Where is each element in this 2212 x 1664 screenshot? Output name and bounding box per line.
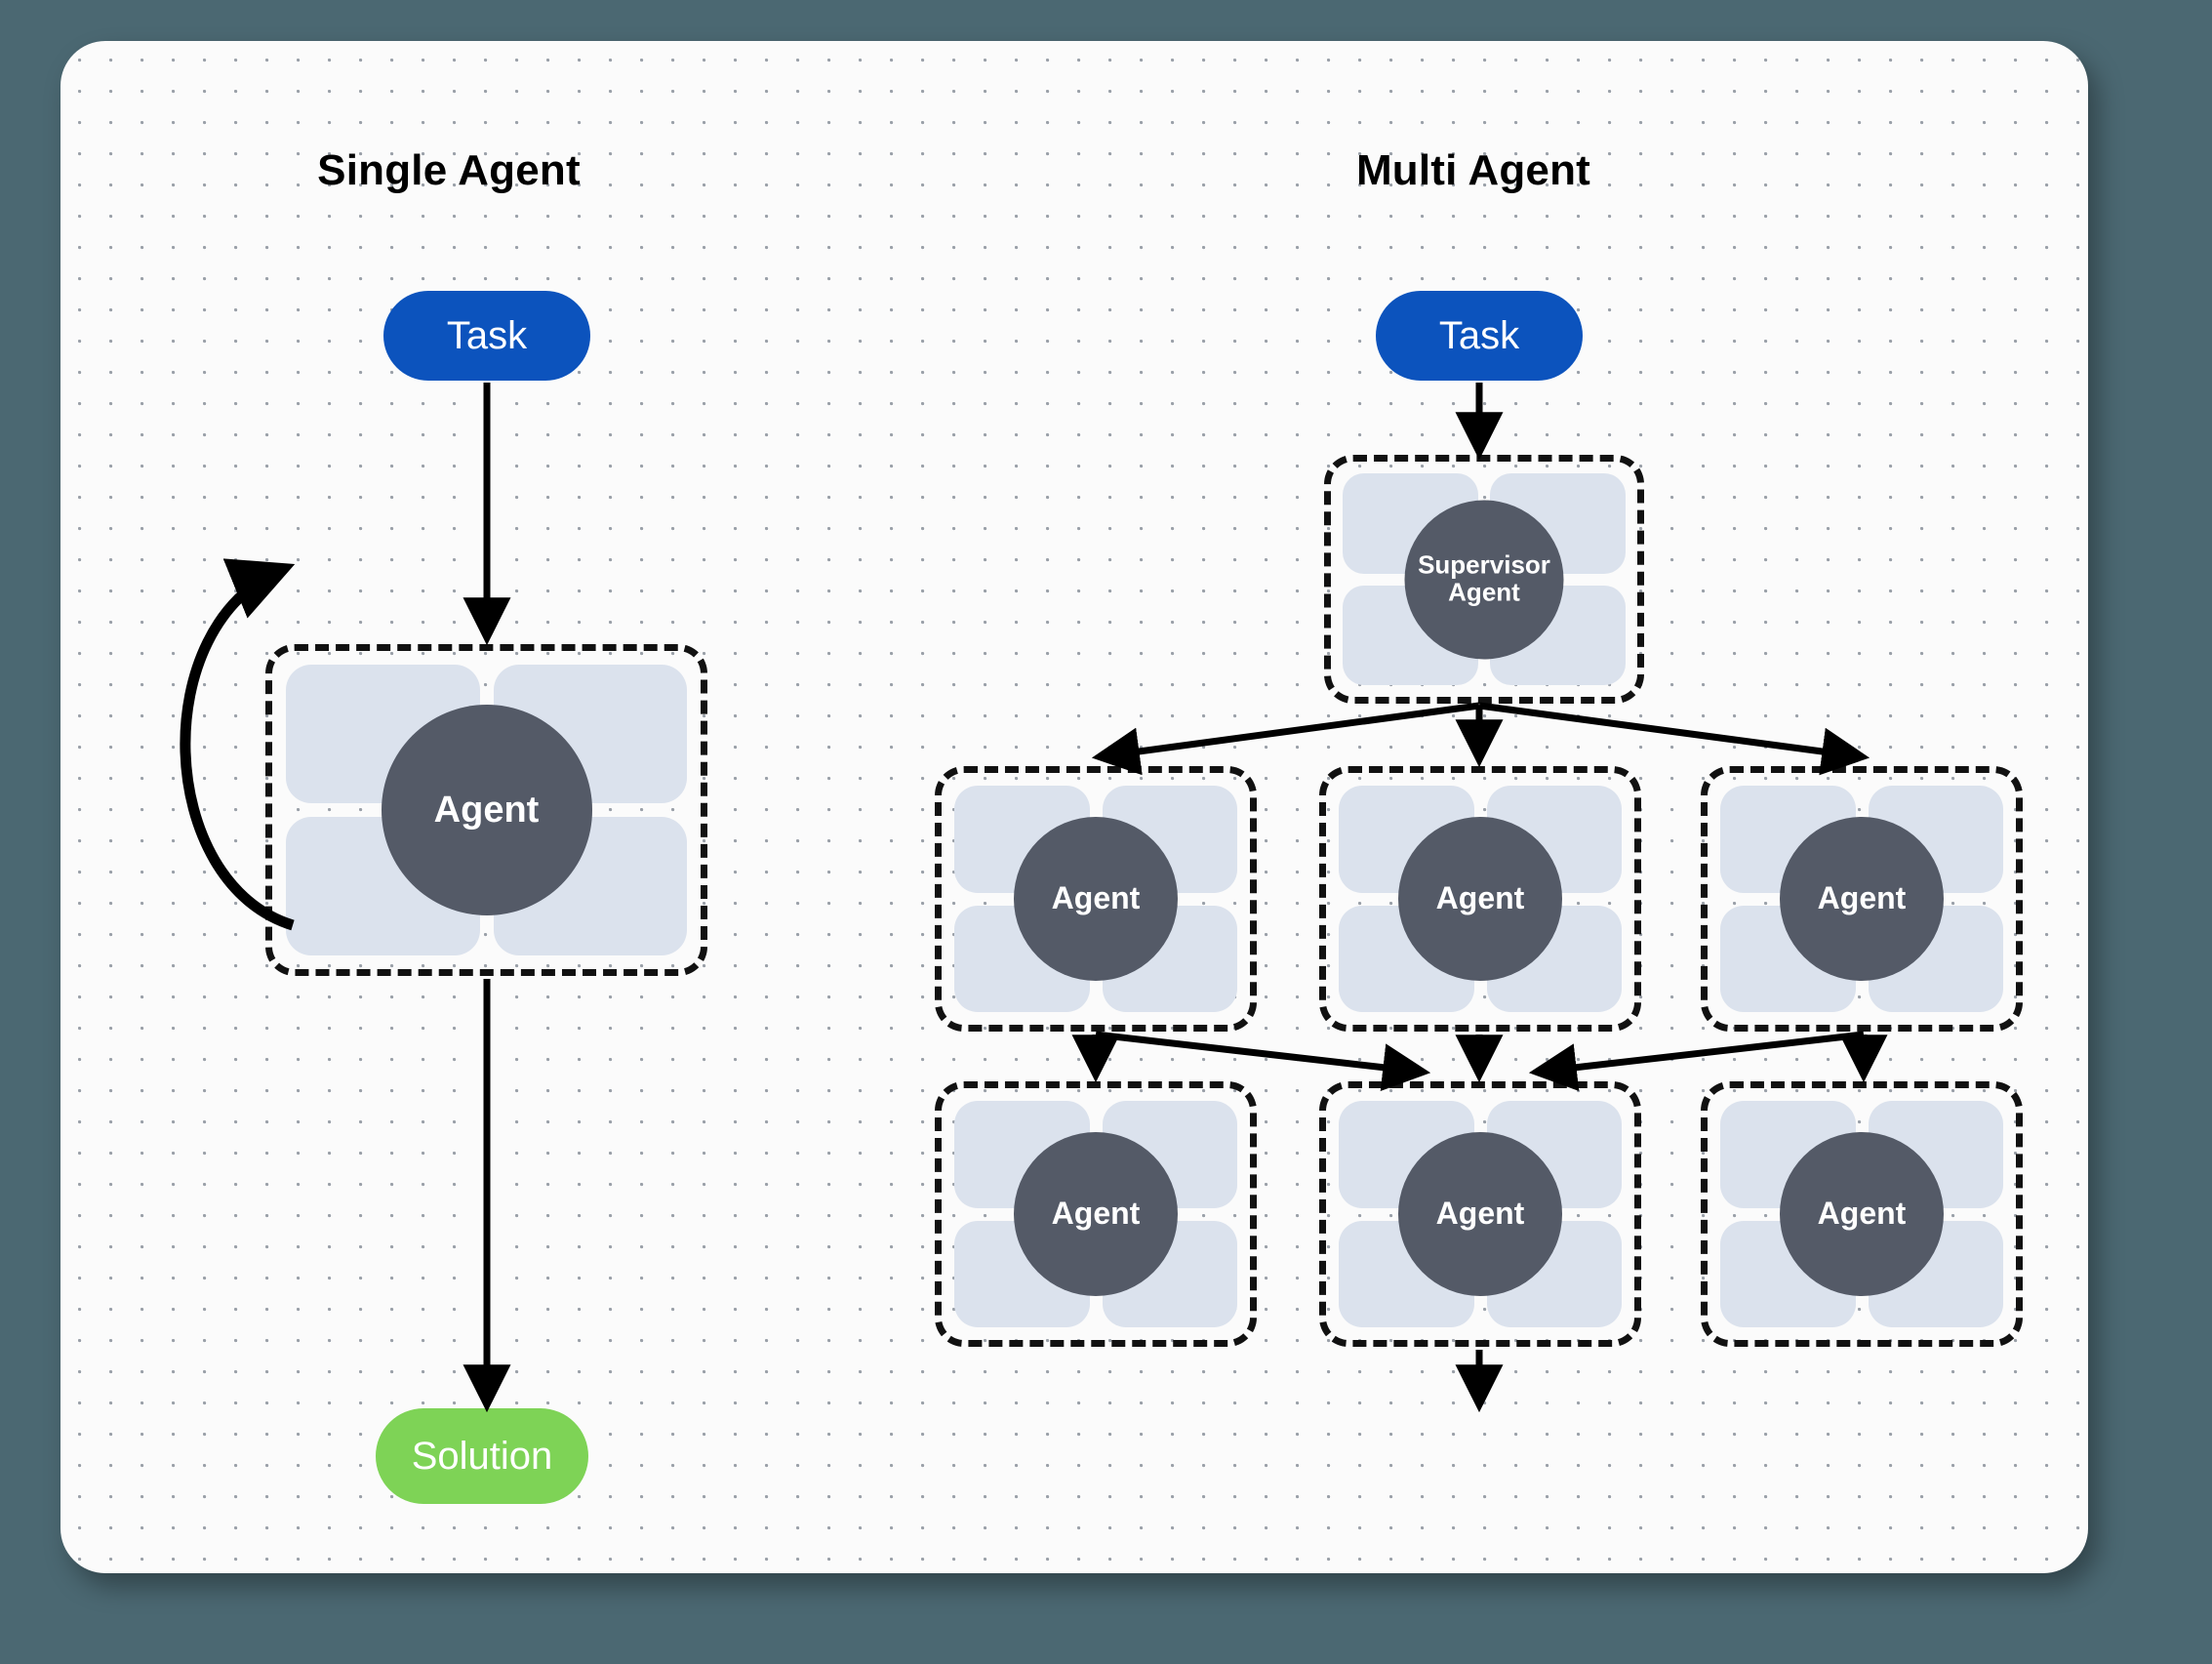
multi-agent-node-row1-col2[interactable]: Agent <box>1319 766 1641 1032</box>
multi-agent-node-row2-col3[interactable]: Agent <box>1701 1081 2023 1347</box>
multi-agent-node-row1-col1[interactable]: Agent <box>935 766 1257 1032</box>
multi-task-node[interactable]: Task <box>1376 291 1583 381</box>
supervisor-circle-label: Supervisor Agent <box>1404 500 1564 659</box>
single-task-node[interactable]: Task <box>383 291 590 381</box>
agent-circle-label: Agent <box>1014 1132 1178 1296</box>
agent-circle-label: Agent <box>1398 1132 1562 1296</box>
multi-agent-node-row2-col1[interactable]: Agent <box>935 1081 1257 1347</box>
agent-circle-label: Agent <box>1780 1132 1944 1296</box>
agent-circle-label: Agent <box>1014 817 1178 981</box>
agent-circle-label: Agent <box>1780 817 1944 981</box>
single-agent-node[interactable]: Agent <box>265 644 707 976</box>
supervisor-label-line-1: Supervisor <box>1418 549 1550 580</box>
multi-agent-node-row1-col3[interactable]: Agent <box>1701 766 2023 1032</box>
panel-title-single-agent: Single Agent <box>317 146 581 194</box>
supervisor-agent-node[interactable]: Supervisor Agent <box>1324 455 1644 704</box>
supervisor-label-line-2: Agent <box>1448 577 1520 607</box>
single-solution-node[interactable]: Solution <box>376 1408 588 1504</box>
multi-agent-node-row2-col2[interactable]: Agent <box>1319 1081 1641 1347</box>
agent-circle-label: Agent <box>1398 817 1562 981</box>
agent-circle-label: Agent <box>381 705 592 915</box>
panel-title-multi-agent: Multi Agent <box>1355 146 1591 194</box>
